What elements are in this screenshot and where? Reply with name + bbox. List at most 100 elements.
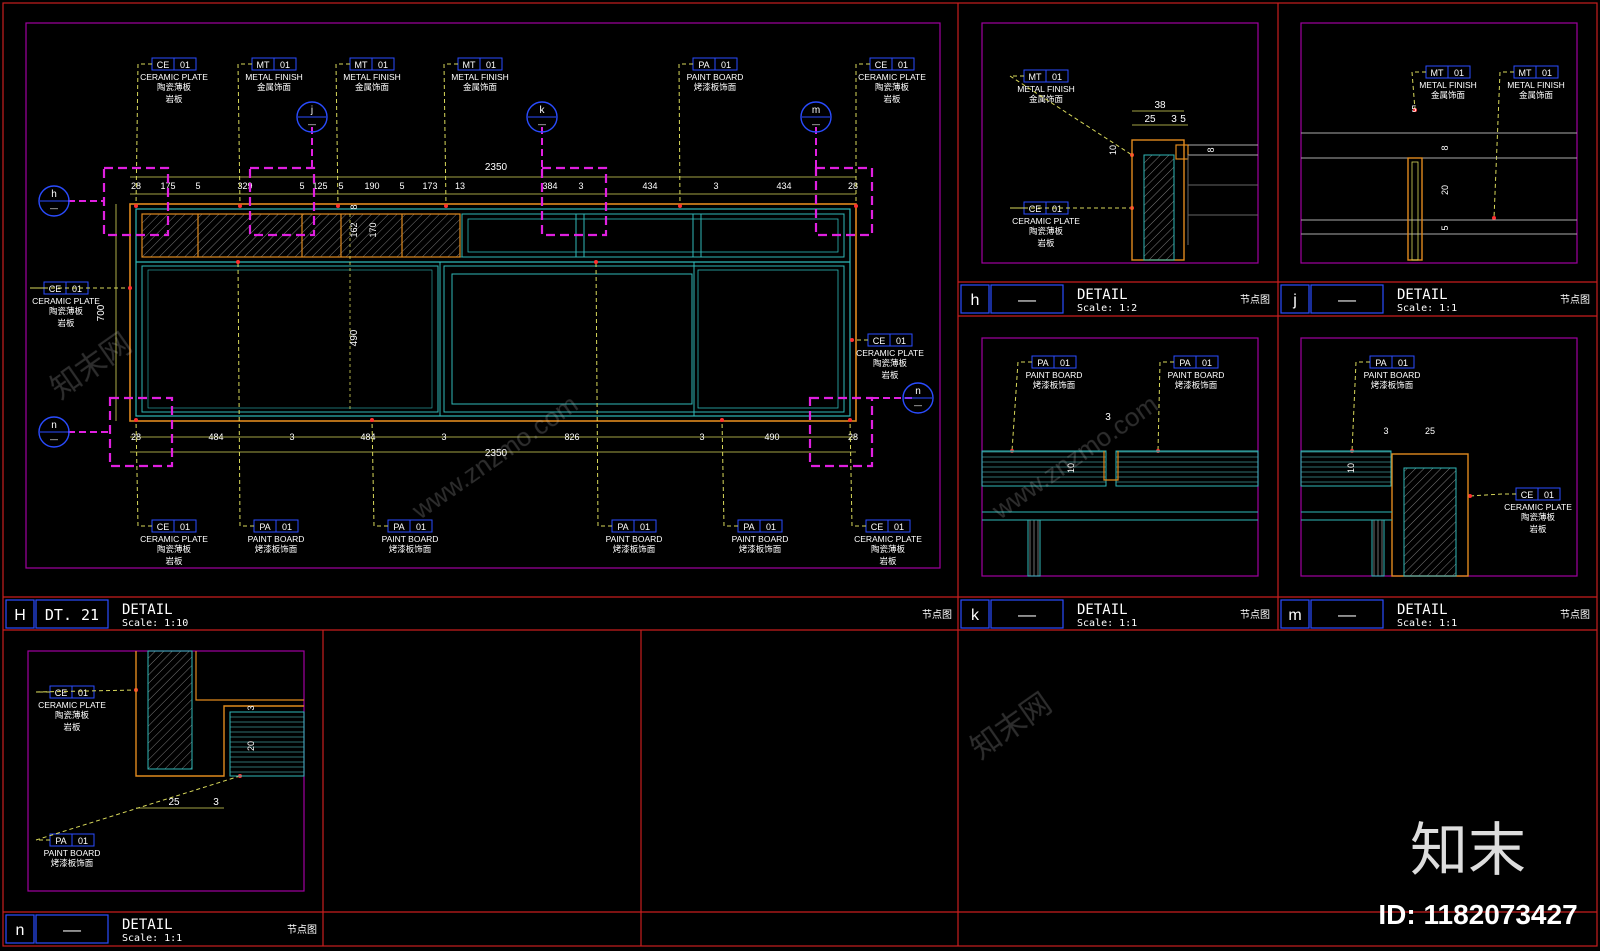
tag-code: PA bbox=[1179, 358, 1190, 368]
panel-sheet: —— bbox=[1018, 606, 1037, 624]
tag-zh2: 岩板 bbox=[57, 318, 75, 328]
tag-en: METAL FINISH bbox=[1419, 80, 1477, 90]
detail-h-drawing bbox=[1131, 110, 1258, 261]
tag-zh2: 岩板 bbox=[881, 370, 899, 380]
bottom-dim-7: 490 bbox=[764, 432, 779, 442]
top-dim-15: 434 bbox=[776, 181, 791, 191]
tag-zh: 烤漆板饰面 bbox=[389, 544, 432, 554]
n-dim-25: 25 bbox=[168, 797, 180, 808]
n-dim-20: 20 bbox=[246, 741, 256, 751]
bottom-dim-8: 28 bbox=[848, 432, 858, 442]
marker-letter: m bbox=[812, 105, 820, 116]
top-dim-5: 125 bbox=[312, 181, 327, 191]
marker-letter: j bbox=[310, 105, 313, 116]
top-dim-3: 329 bbox=[237, 181, 252, 191]
panel-title: DETAIL bbox=[122, 602, 173, 618]
h-dim-5: 5 bbox=[1180, 114, 1186, 125]
panel-zh: 节点图 bbox=[1560, 609, 1590, 621]
tag-zh: 烤漆板饰面 bbox=[613, 544, 656, 554]
tag-code: PA bbox=[617, 522, 628, 532]
h-dim-10: 10 bbox=[1108, 145, 1118, 155]
height-700-dim: 700 bbox=[96, 304, 107, 321]
tag-zh: 陶瓷薄板 bbox=[49, 306, 84, 316]
marker-n-5: n— bbox=[902, 382, 934, 414]
overall-width-top: 2350 bbox=[485, 162, 508, 173]
panel-id: H bbox=[14, 607, 26, 624]
tag-code: MT bbox=[1029, 72, 1042, 82]
panel-sheet: —— bbox=[1018, 291, 1037, 309]
tag-zh2: 岩板 bbox=[165, 556, 183, 566]
tag-num: 01 bbox=[640, 522, 650, 532]
m-dim-25: 25 bbox=[1425, 426, 1435, 436]
tag-zh: 陶瓷薄板 bbox=[873, 358, 908, 368]
tag-en: METAL FINISH bbox=[245, 72, 303, 82]
n-dim-3: 3 bbox=[246, 705, 256, 710]
marker-sub: — bbox=[308, 120, 316, 129]
tag-code: CE bbox=[1029, 204, 1042, 214]
tag-en: CERAMIC PLATE bbox=[858, 72, 926, 82]
marker-letter: n bbox=[915, 386, 921, 397]
tag-code: MT bbox=[355, 60, 368, 70]
main-elevation bbox=[129, 203, 857, 422]
tag-code: MT bbox=[257, 60, 270, 70]
tag-code: PA bbox=[55, 836, 66, 846]
tag-zh: 烤漆板饰面 bbox=[1175, 380, 1218, 390]
k-dim-10: 10 bbox=[1066, 463, 1076, 473]
tag-code: CE bbox=[157, 522, 170, 532]
tag-code: CE bbox=[873, 336, 886, 346]
h-dim-8: 8 bbox=[1206, 147, 1216, 152]
tag-num: 01 bbox=[1544, 490, 1554, 500]
panel-title: DETAIL bbox=[1077, 602, 1128, 618]
tag-en: CERAMIC PLATE bbox=[854, 534, 922, 544]
marker-sub: — bbox=[812, 120, 820, 129]
marker-k-2: k— bbox=[526, 101, 558, 133]
tag-en: CERAMIC PLATE bbox=[32, 296, 100, 306]
top-dim-4: 5 bbox=[299, 181, 304, 191]
tag-num: 01 bbox=[1052, 72, 1062, 82]
watermark-cn-1: 知末网 bbox=[45, 327, 138, 406]
tag-zh: 金属饰面 bbox=[257, 82, 292, 92]
marker-sub: — bbox=[50, 435, 58, 444]
j-dim-8: 8 bbox=[1440, 145, 1450, 150]
tag-en: PAINT BOARD bbox=[732, 534, 789, 544]
marker-j-1: j— bbox=[296, 101, 328, 133]
tag-zh: 陶瓷薄板 bbox=[1029, 226, 1064, 236]
tag-en: PAINT BOARD bbox=[1026, 370, 1083, 380]
tag-zh: 烤漆板饰面 bbox=[255, 544, 298, 554]
tag-num: 01 bbox=[1060, 358, 1070, 368]
tag-en: PAINT BOARD bbox=[687, 72, 744, 82]
marker-sub: — bbox=[914, 401, 922, 410]
tag-num: 01 bbox=[894, 522, 904, 532]
marker-m-3: m— bbox=[800, 101, 832, 133]
tag-num: 01 bbox=[486, 60, 496, 70]
panel-zh: 节点图 bbox=[1240, 294, 1270, 306]
panel-id: m bbox=[1288, 607, 1301, 624]
tag-code: CE bbox=[875, 60, 888, 70]
tag-zh: 烤漆板饰面 bbox=[51, 858, 94, 868]
tag-code: MT bbox=[1519, 68, 1532, 78]
tag-code: PA bbox=[1375, 358, 1386, 368]
detail-n-drawing bbox=[135, 650, 305, 809]
marker-h-0: h— bbox=[38, 185, 70, 217]
tag-num: 01 bbox=[766, 522, 776, 532]
panel-title: DETAIL bbox=[122, 917, 173, 933]
drawing-borders bbox=[25, 22, 1578, 892]
tag-en: PAINT BOARD bbox=[606, 534, 663, 544]
tag-num: 01 bbox=[78, 688, 88, 698]
height-162-dim: 162 bbox=[349, 222, 359, 237]
